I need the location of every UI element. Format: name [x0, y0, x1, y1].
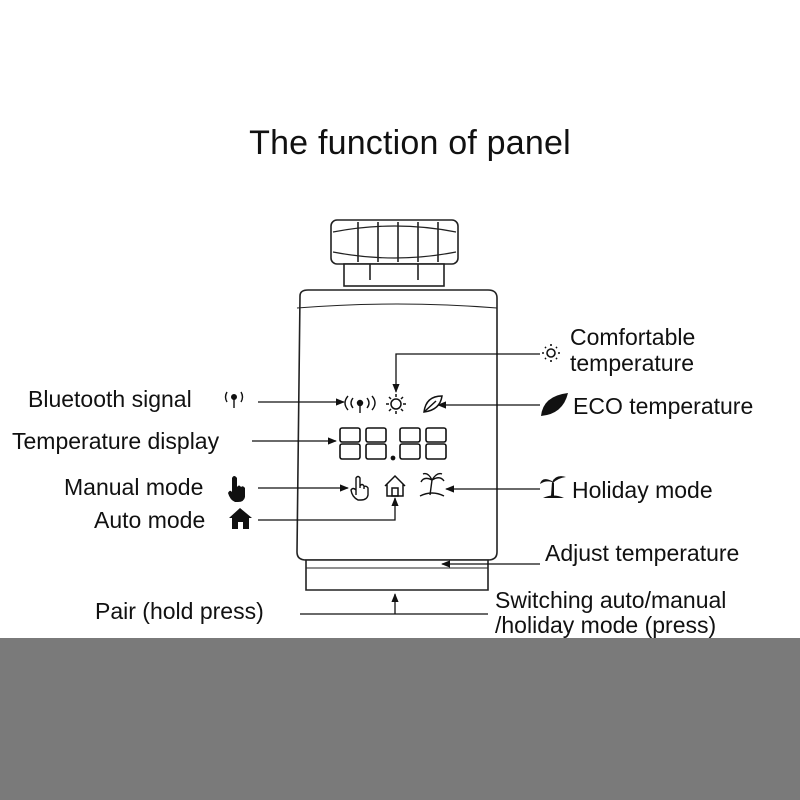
switch-label-line1: Switching auto/manual — [495, 587, 727, 613]
comfort-leader — [392, 353, 540, 393]
knob-cap — [330, 219, 459, 287]
auto-mode-label: Auto mode — [94, 507, 206, 533]
switch-label-line2: /holiday mode (press) — [495, 612, 717, 638]
bluetooth-icon — [224, 391, 244, 408]
panel-bluetooth-icon — [344, 395, 376, 413]
pair-label: Pair (hold press) — [95, 598, 264, 624]
adjust-label: Adjust temperature — [545, 540, 740, 566]
palm-tree-icon — [540, 476, 566, 498]
temperature-display-label: Temperature display — [12, 428, 220, 454]
comfort-label-line1: Comfortable — [570, 324, 696, 350]
leaf-icon — [541, 393, 568, 416]
house-icon — [229, 508, 252, 529]
panel-house-icon — [384, 474, 406, 497]
bluetooth-label: Bluetooth signal — [28, 386, 192, 412]
page-title: The function of panel — [249, 124, 571, 162]
panel-leaf-icon — [423, 395, 443, 413]
sun-icon — [542, 344, 560, 362]
panel-hand-icon — [350, 475, 369, 501]
hand-icon — [228, 476, 245, 502]
holiday-label: Holiday mode — [572, 477, 713, 503]
panel-sun-icon — [386, 394, 406, 414]
auto-leader — [258, 497, 399, 521]
thermostat-body — [296, 289, 498, 591]
panel-palm-icon — [419, 472, 445, 497]
lcd-digits — [339, 427, 447, 461]
comfort-label-line2: temperature — [570, 350, 695, 376]
manual-mode-label: Manual mode — [64, 474, 204, 500]
eco-label: ECO temperature — [573, 393, 754, 419]
gray-band — [0, 638, 800, 800]
